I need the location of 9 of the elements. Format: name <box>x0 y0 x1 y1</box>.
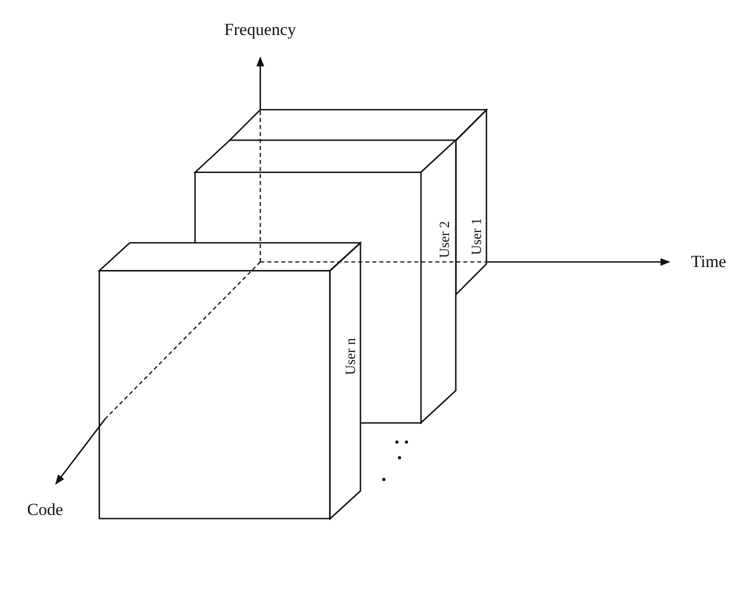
cube-side-face <box>456 110 486 294</box>
axis-label: Code <box>27 500 64 520</box>
user-label: User n <box>345 338 360 375</box>
cube-side-face <box>330 242 360 519</box>
axis-label: Frequency <box>224 20 296 40</box>
axis-label: Time <box>690 252 726 272</box>
cube-side-face <box>421 140 456 423</box>
user-label: User 2 <box>438 221 453 258</box>
user-label: User 1 <box>471 218 486 256</box>
